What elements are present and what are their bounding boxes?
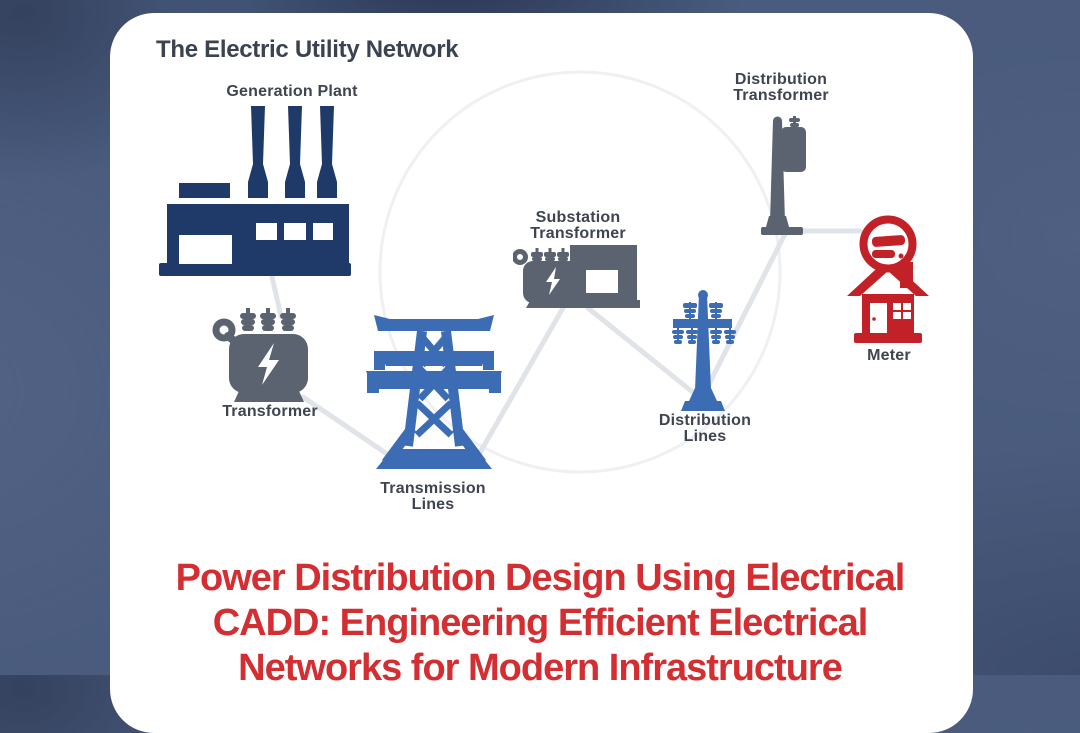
generation-plant-label: Generation Plant — [226, 83, 358, 100]
distribution-transformer-label-line2: Transformer — [733, 87, 829, 104]
distribution-lines-label: Distribution Lines — [625, 413, 785, 445]
poster-heading-line2: CADD: Engineering Efficient Electrical — [212, 602, 869, 644]
distribution-transformer-label-line1: Distribution — [734, 71, 828, 88]
transmission-lines-label-line1: Transmission — [380, 480, 486, 497]
meter-label: Meter — [867, 347, 911, 364]
distribution-lines-label-line2: Lines — [683, 428, 727, 445]
substation-transformer-label-line1: Substation — [535, 209, 621, 226]
substation-transformer-icon — [513, 245, 640, 308]
meter-icon — [847, 215, 929, 343]
transformer-icon — [212, 308, 308, 402]
distribution-transformer-label: Distribution Transformer — [701, 72, 861, 104]
diagram-title: The Electric Utility Network — [156, 36, 459, 63]
distribution-lines-label-line1: Distribution — [658, 412, 752, 429]
distribution-transformer-icon — [761, 116, 806, 235]
poster-heading-line3: Networks for Modern Infrastructure — [238, 647, 843, 689]
poster: The Electric Utility Network Generation … — [110, 13, 973, 733]
substation-transformer-label-line2: Transformer — [530, 225, 626, 242]
poster-heading-line1: Power Distribution Design Using Electric… — [175, 557, 906, 599]
generation-plant-icon — [159, 106, 351, 276]
poster-heading: Power Distribution Design Using Electric… — [120, 556, 960, 691]
substation-transformer-label: Substation Transformer — [498, 210, 658, 242]
transformer-label: Transformer — [222, 403, 318, 420]
transmission-lines-label-line2: Lines — [411, 496, 455, 513]
transmission-lines-label: Transmission Lines — [353, 481, 513, 513]
transmission-lines-icon — [366, 315, 502, 469]
distribution-lines-icon — [672, 290, 736, 411]
